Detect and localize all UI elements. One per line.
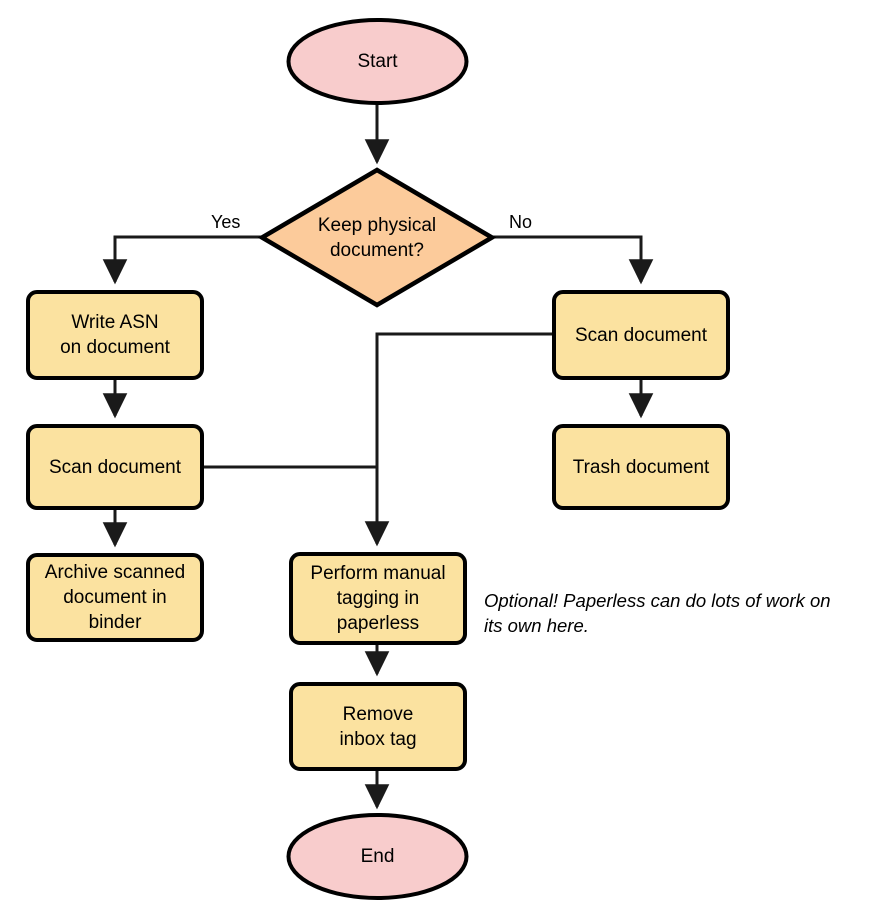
edge-scan-right-to-manual-tagging [364, 332, 552, 547]
optional-note-annotation: Optional! Paperless can do lots of work … [484, 590, 831, 636]
edge-layer [102, 103, 654, 810]
node-keep-physical-document[interactable] [257, 167, 497, 308]
node-trash-document[interactable] [552, 424, 730, 510]
node-scan-document-right[interactable] [552, 290, 730, 380]
node-start[interactable] [286, 18, 469, 105]
node-remove-inbox-tag[interactable] [289, 682, 467, 771]
node-perform-manual-tagging[interactable] [289, 552, 467, 645]
edge-label-no: No [509, 212, 533, 232]
node-scan-document-left[interactable] [26, 424, 204, 510]
node-archive-scanned-document[interactable] [26, 553, 204, 642]
edge-decision-no-to-scan-right [492, 235, 654, 285]
node-end[interactable] [286, 813, 469, 900]
edge-decision-yes-to-write-asn [102, 235, 262, 285]
node-layer [26, 18, 730, 900]
node-write-asn[interactable] [26, 290, 204, 380]
edge-label-yes: Yes [211, 212, 241, 232]
